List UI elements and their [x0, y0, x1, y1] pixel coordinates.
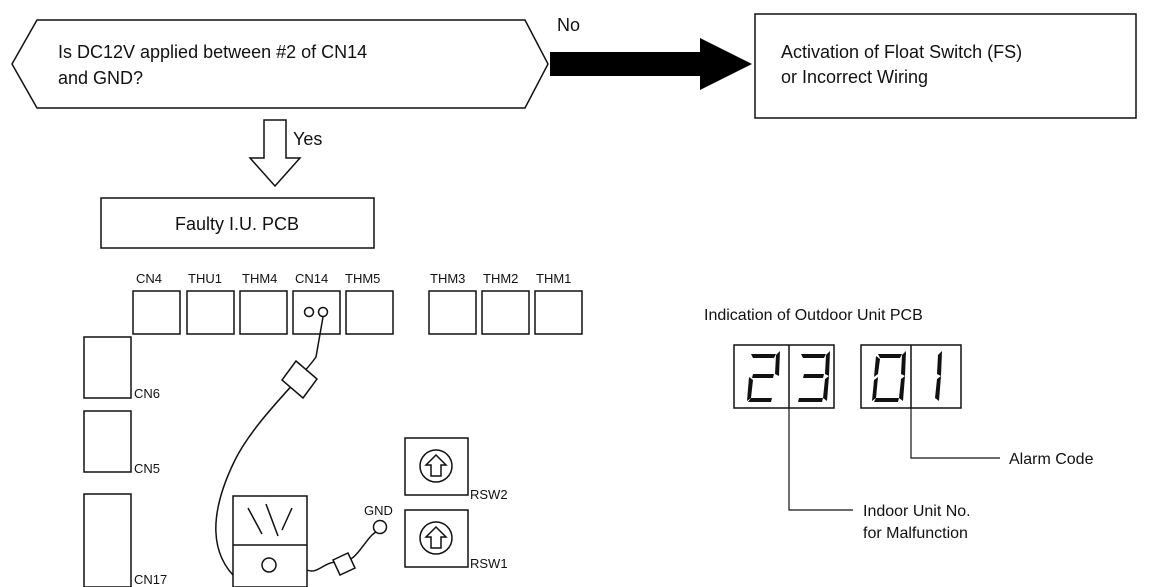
label-cn6: CN6 [134, 386, 160, 401]
connector-thm5 [345, 290, 394, 335]
connector-cn6 [83, 336, 132, 399]
yes-label: Yes [293, 129, 322, 149]
gnd-terminal [372, 519, 388, 535]
connector-thm1 [534, 290, 583, 335]
indoor-unit-label-line2: for Malfunction [863, 525, 968, 542]
cn14-pin-2 [317, 306, 329, 318]
no-arrow [550, 38, 752, 90]
decision-text-line2: and GND? [58, 68, 143, 88]
label-rsw1: RSW1 [470, 556, 508, 571]
label-cn4: CN4 [136, 271, 162, 286]
alarm-code-leader [910, 408, 1000, 459]
connector-cn17 [83, 493, 132, 587]
digit-1 [935, 351, 942, 401]
result-text-line2: or Incorrect Wiring [781, 67, 928, 87]
connector-cn5 [83, 410, 132, 473]
faulty-pcb-label: Faulty I.U. PCB [175, 214, 299, 234]
rotary-switch-rsw2 [404, 437, 469, 496]
indoor-unit-leader [788, 408, 853, 511]
label-thm5: THM5 [345, 271, 380, 286]
label-cn14: CN14 [295, 271, 328, 286]
result-box [754, 13, 1137, 119]
alarm-code-label: Alarm Code [1009, 451, 1094, 468]
probe-tip-cn14 [280, 359, 319, 400]
rotary-switch-rsw1 [404, 509, 469, 568]
probe-tip-gnd [332, 552, 356, 576]
connector-thm2 [481, 290, 530, 335]
connector-thm4 [239, 290, 288, 335]
indication-title: Indication of Outdoor Unit PCB [704, 307, 923, 324]
label-thm1: THM1 [536, 271, 571, 286]
no-label: No [557, 15, 580, 35]
label-thm3: THM3 [430, 271, 465, 286]
result-text-line1: Activation of Float Switch (FS) [781, 42, 1022, 62]
label-cn17: CN17 [134, 572, 167, 587]
indoor-unit-label-line1: Indoor Unit No. [863, 503, 971, 520]
connector-cn4 [132, 290, 181, 335]
label-thm2: THM2 [483, 271, 518, 286]
label-thm4: THM4 [242, 271, 277, 286]
connector-thu1 [186, 290, 235, 335]
digit-2 [747, 351, 780, 402]
digit-0 [872, 351, 906, 402]
label-thu1: THU1 [188, 271, 222, 286]
connector-cn14 [292, 290, 341, 335]
yes-arrow [248, 119, 302, 188]
label-cn5: CN5 [134, 461, 160, 476]
connector-thm3 [428, 290, 477, 335]
digit-3 [798, 351, 830, 402]
voltmeter [232, 495, 308, 587]
faulty-pcb-box [100, 197, 375, 249]
decision-text-line1: Is DC12V applied between #2 of CN14 [58, 42, 367, 62]
cn14-pin-1 [303, 306, 315, 318]
label-gnd: GND [364, 503, 393, 518]
decision-box [11, 19, 549, 109]
label-rsw2: RSW2 [470, 487, 508, 502]
